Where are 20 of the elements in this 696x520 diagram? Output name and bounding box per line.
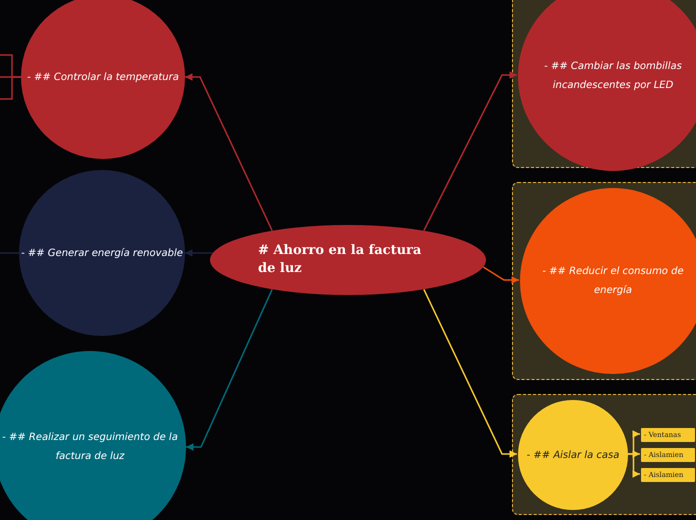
- connector: [185, 249, 213, 257]
- connector: [186, 289, 273, 451]
- connector: [0, 76, 21, 100]
- topic-label: - ## Aislar la casa: [526, 448, 620, 462]
- topic-title: # Ahorro en la factura de luz: [258, 242, 422, 278]
- connector: [627, 453, 640, 478]
- topic-label: - ## Cambiar las bombillas incandescentes por LED: [543, 60, 683, 93]
- connector: [0, 252, 19, 254]
- subtopic-box: [641, 468, 695, 482]
- connector: [423, 71, 517, 231]
- topic-label: - ## Controlar la temperatura: [26, 70, 180, 84]
- group-frame: [512, 394, 696, 515]
- connector: [185, 73, 273, 231]
- subtopic-box: [641, 428, 695, 442]
- subtopic-box: [641, 448, 695, 462]
- topic-label: - ## Generar energía renovable: [20, 246, 184, 260]
- topic-label: - ## Realizar un seguimiento de la factura de luz: [1, 431, 179, 464]
- connector: [482, 266, 519, 284]
- topic-label: - ## Reducir el consumo de energía: [541, 265, 685, 298]
- connector: [423, 289, 517, 458]
